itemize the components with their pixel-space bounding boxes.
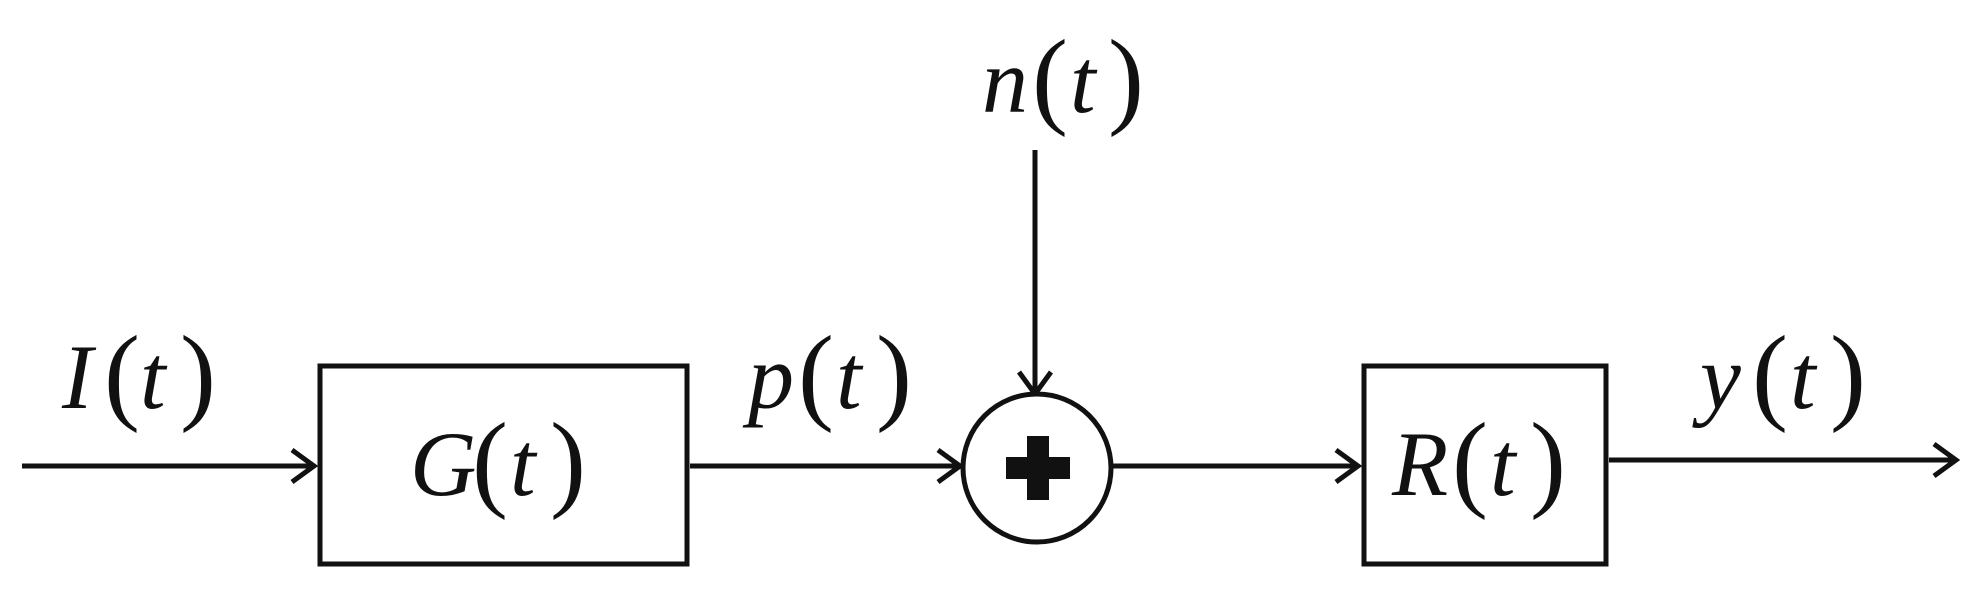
output-signal-label: y ( t ) [1692,315,1866,434]
block-g [317,363,690,567]
sum-to-r-arrow-head [1334,447,1363,485]
input-arrow-head [290,447,319,485]
intermediate-signal-label: p ( t ) [742,315,912,434]
svg-text:t: t [140,326,168,428]
svg-text:): ) [550,402,586,521]
svg-text:y: y [1692,326,1741,428]
svg-text:t: t [1790,326,1818,428]
svg-text:(: ( [798,315,834,434]
svg-text:): ) [1530,402,1566,521]
block-r [1361,363,1609,567]
svg-text:G: G [410,413,476,515]
svg-text:t: t [510,413,538,515]
svg-text:(: ( [472,402,508,521]
svg-text:n: n [982,30,1028,132]
svg-text:R: R [1391,413,1448,515]
svg-text:(: ( [104,315,140,434]
noise-signal-label: n ( t ) [982,19,1144,138]
svg-text:): ) [1108,19,1144,138]
svg-text:): ) [1830,315,1866,434]
output-arrow-head [1932,441,1961,479]
g-to-sum-arrow-head [936,447,965,485]
svg-text:p: p [742,326,794,428]
block-g-label: G ( t ) [410,402,586,521]
svg-text:t: t [1490,413,1518,515]
svg-text:(: ( [1752,315,1788,434]
svg-text:): ) [876,315,912,434]
svg-text:): ) [180,315,216,434]
summing-junction [960,391,1114,545]
svg-text:t: t [1070,30,1098,132]
plus-icon [1006,436,1070,500]
input-signal-label: I ( t ) [61,315,216,434]
block-r-label: R ( t ) [1391,402,1566,521]
svg-text:I: I [61,326,97,428]
svg-text:(: ( [1452,402,1488,521]
svg-text:t: t [836,326,864,428]
svg-text:(: ( [1032,19,1068,138]
